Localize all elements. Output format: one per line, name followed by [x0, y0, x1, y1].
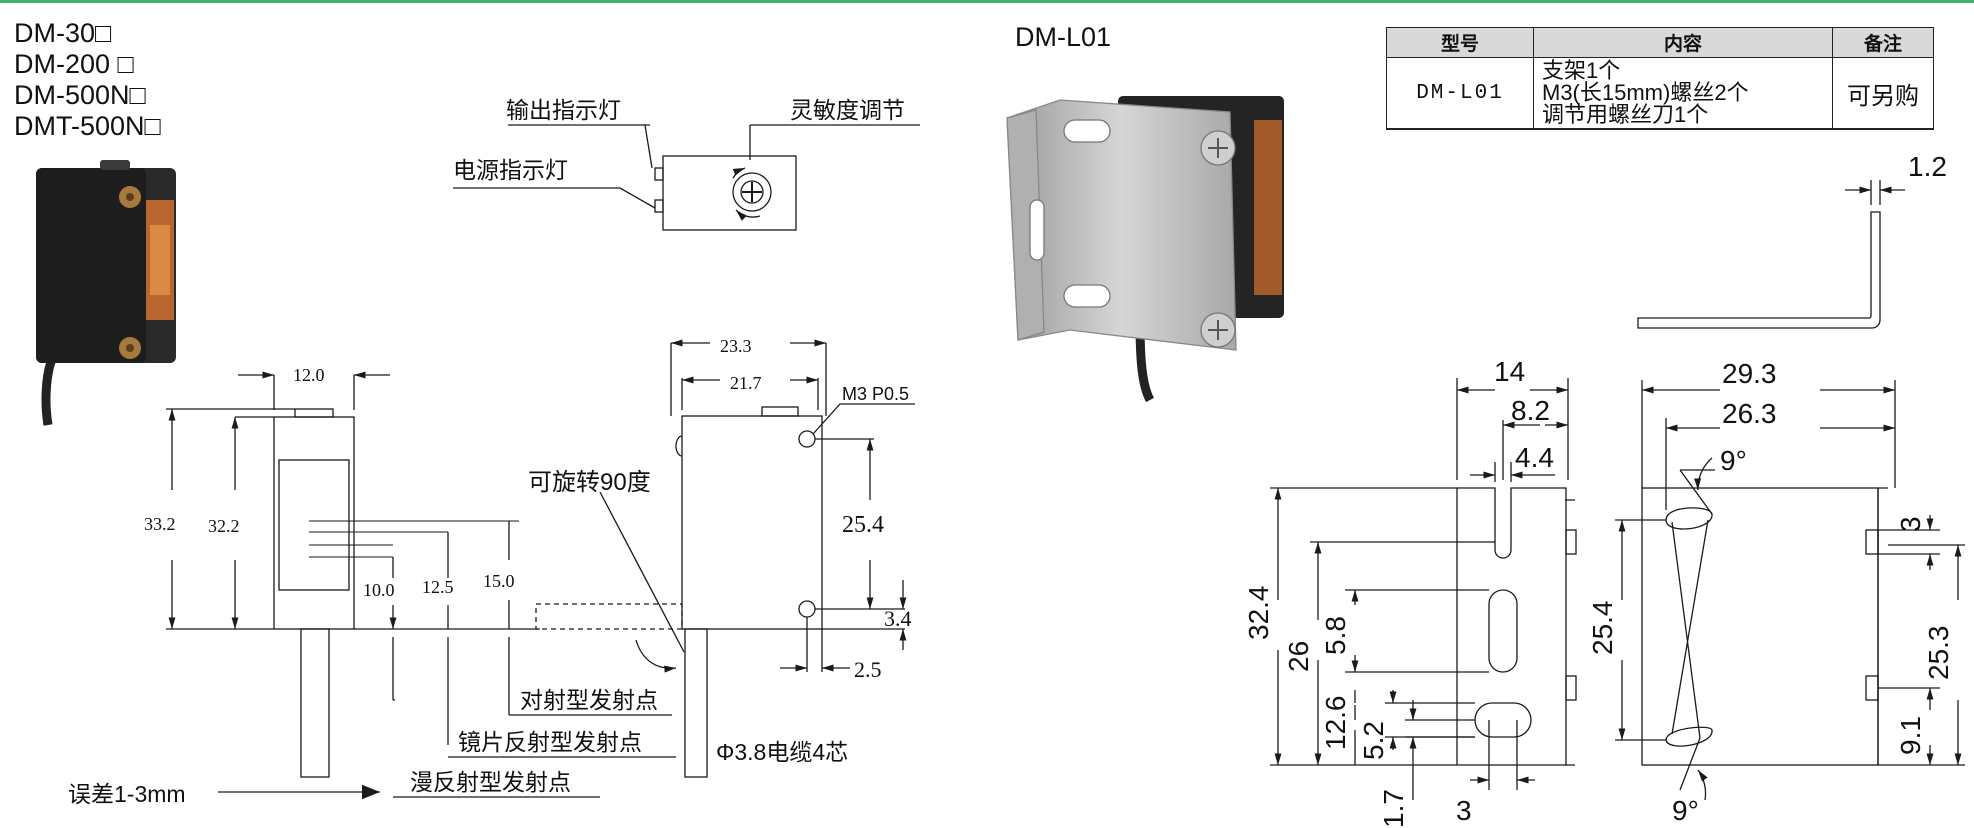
dim-e10: 10.0 — [363, 580, 395, 600]
label-diffuse: 漫反射型发射点 — [410, 769, 571, 795]
label-screw: M3 P0.5 — [842, 384, 909, 404]
label-tolerance: 误差1-3mm — [68, 781, 186, 807]
dim-h253: 25.3 — [1923, 626, 1954, 681]
sensor-front-view — [166, 371, 676, 800]
dim-h91: 9.1 — [1895, 716, 1926, 755]
dim-w217: 21.7 — [730, 373, 762, 393]
dim-w263: 26.3 — [1722, 398, 1777, 429]
th-content: 内容 — [1533, 27, 1833, 58]
dim-a9top: 9° — [1720, 445, 1747, 476]
dim-h58: 5.8 — [1320, 616, 1351, 655]
model-4: DMT-500N□ — [14, 111, 161, 141]
bracket-front-view — [1615, 380, 1965, 801]
dim-w233: 23.3 — [720, 336, 752, 356]
dim-d34: 3.4 — [884, 606, 912, 631]
dim-a9bot: 9° — [1672, 795, 1699, 826]
sensor-photo — [36, 160, 176, 426]
bracket-title: DM-L01 — [1015, 22, 1112, 52]
dim-w3: 3 — [1456, 795, 1472, 826]
label-power-led: 电源指示灯 — [453, 157, 568, 183]
indicator-view — [453, 124, 920, 231]
dim-t12: 1.2 — [1908, 151, 1947, 182]
model-1: DM-30□ — [14, 18, 112, 48]
bracket-photo — [1006, 96, 1284, 403]
model-2: DM-200 □ — [14, 49, 134, 79]
content-line: 调节用螺丝刀1个 — [1542, 102, 1709, 127]
dim-h26: 26 — [1283, 641, 1314, 672]
dim-s3: 3 — [1895, 516, 1926, 532]
cell-note: 可另购 — [1832, 57, 1934, 130]
label-cable: Φ3.8电缆4芯 — [716, 739, 848, 765]
dim-w293: 29.3 — [1722, 358, 1777, 389]
content-line: 支架1个 — [1542, 58, 1621, 83]
dim-h-outer: 33.2 — [144, 514, 176, 534]
dim-w44: 4.4 — [1515, 442, 1554, 473]
label-mirror: 镜片反射型发射点 — [458, 729, 642, 755]
sensor-side-view — [535, 339, 915, 778]
dim-h17: 1.7 — [1378, 789, 1409, 828]
dim-h324: 32.4 — [1243, 586, 1274, 641]
label-sensitivity: 灵敏度调节 — [790, 97, 905, 123]
dim-d254: 25.4 — [842, 512, 884, 538]
cell-content: 支架1个 M3(长15mm)螺丝2个 调节用螺丝刀1个 — [1533, 57, 1833, 130]
dim-width: 12.0 — [293, 365, 325, 385]
content-line: M3(长15mm)螺丝2个 — [1542, 80, 1749, 105]
label-thru-beam: 对射型发射点 — [520, 687, 658, 713]
dim-h-inner: 32.2 — [208, 516, 240, 536]
th-model: 型号 — [1386, 27, 1534, 58]
spec-table: 型号 内容 备注 DM-L01 支架1个 M3(长15mm)螺丝2个 调节用螺丝… — [1386, 27, 1934, 130]
dim-e15: 15.0 — [483, 571, 515, 591]
dim-h254: 25.4 — [1587, 601, 1618, 656]
dim-h52: 5.2 — [1358, 721, 1389, 760]
dim-d25: 2.5 — [854, 657, 882, 682]
dim-h126: 12.6 — [1320, 696, 1351, 751]
dim-w14: 14 — [1494, 356, 1525, 387]
model-list: DM-30□ DM-200 □ DM-500N□ DMT-500N□ — [14, 18, 161, 142]
th-note: 备注 — [1832, 27, 1934, 58]
dim-e12: 12.5 — [422, 577, 454, 597]
bracket-profile — [1637, 180, 1905, 329]
model-3: DM-500N□ — [14, 80, 146, 110]
label-rotatable: 可旋转90度 — [528, 469, 651, 496]
dim-w82: 8.2 — [1511, 395, 1550, 426]
cell-model: DM-L01 — [1386, 57, 1534, 130]
bracket-side-view — [1270, 378, 1577, 800]
top-accent-bar — [0, 0, 1974, 3]
label-output-led: 输出指示灯 — [506, 97, 621, 123]
